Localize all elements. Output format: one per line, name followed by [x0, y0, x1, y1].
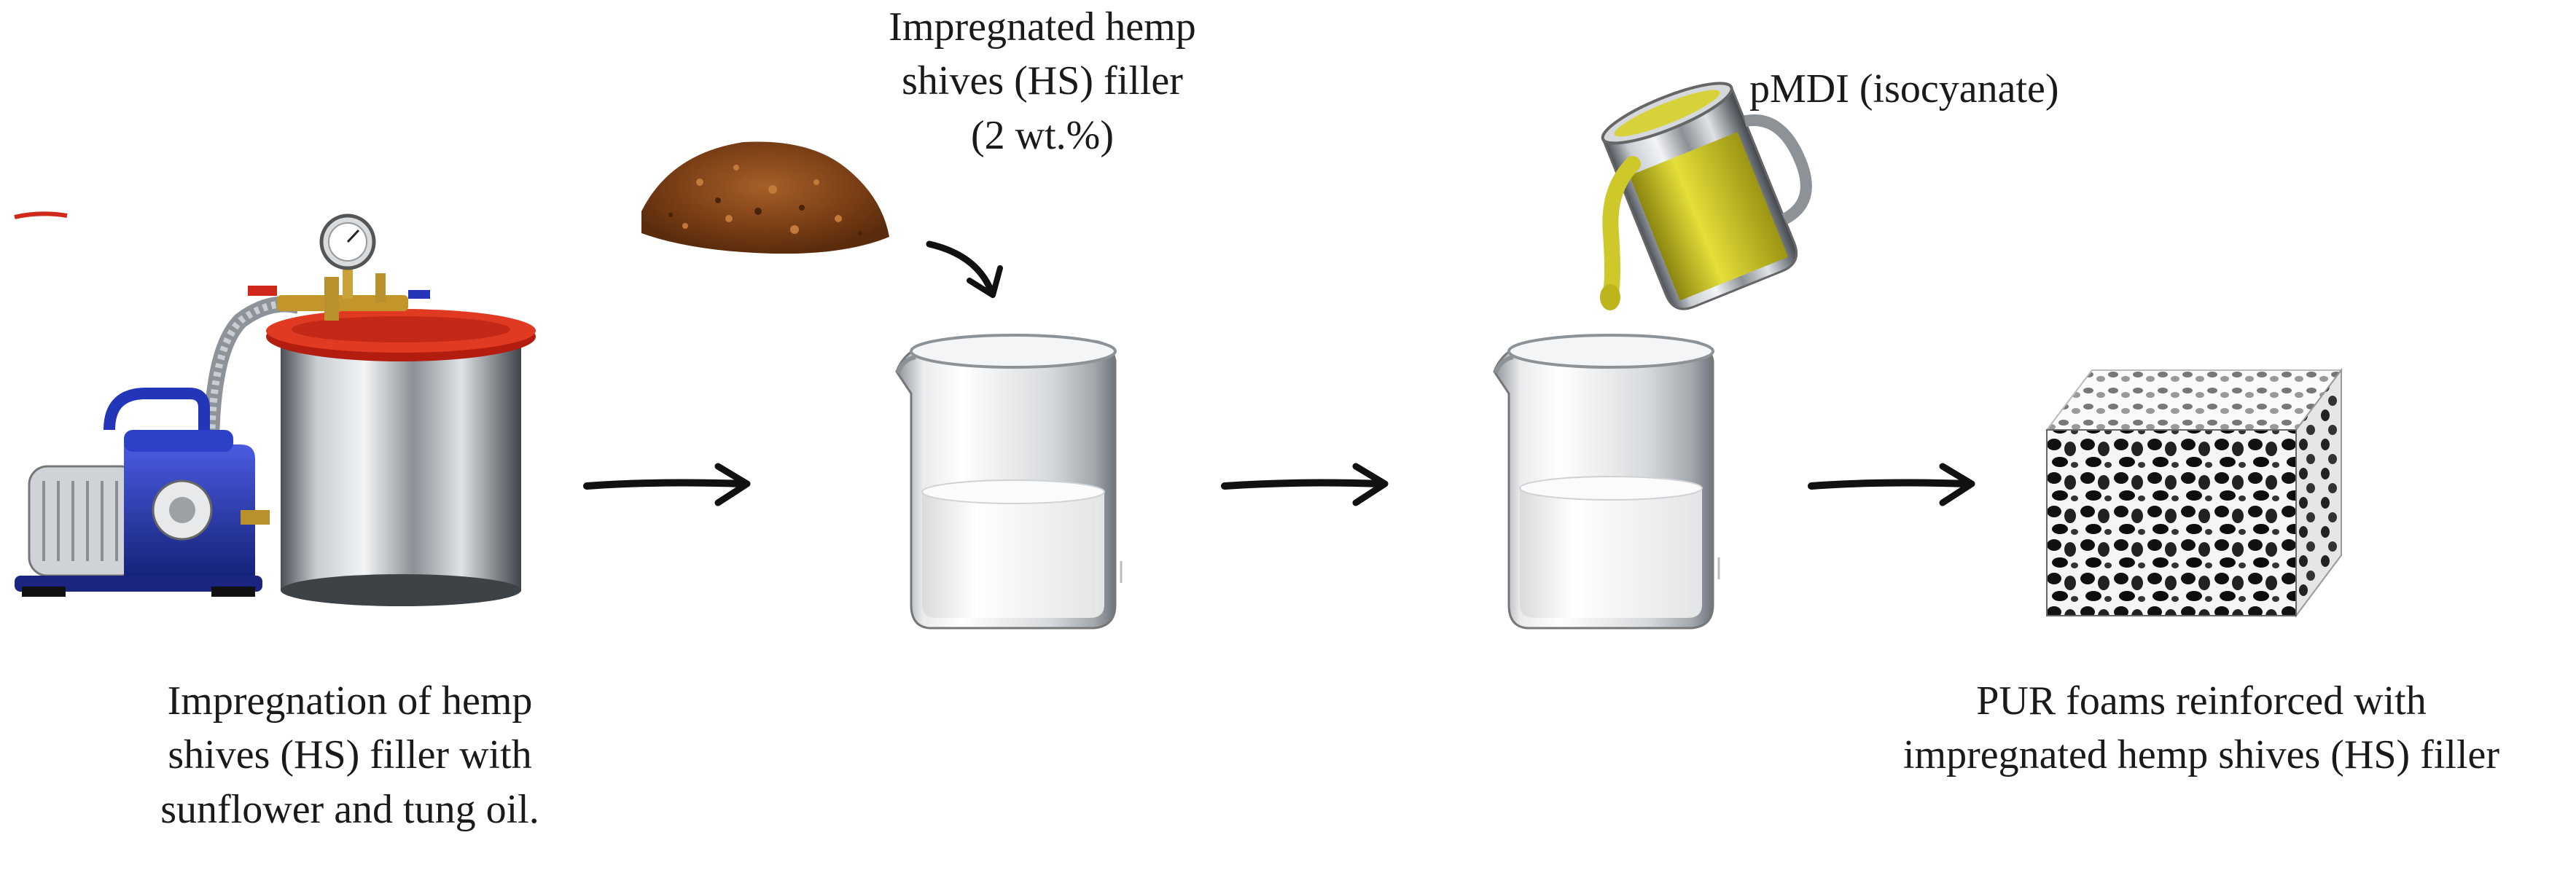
beaker-1-icon — [895, 334, 1123, 630]
arrow-1 — [583, 463, 751, 506]
result-label-line1: PUR foams reinforced with — [1976, 678, 2427, 724]
beaker-2-icon — [1493, 334, 1720, 630]
pmdi-label: pMDI (isocyanate) — [1749, 62, 2260, 116]
impregnation-label: Impregnation of hemp shives (HS) filler … — [66, 674, 634, 836]
pouring-cup-icon — [1600, 82, 1812, 310]
filler-label: Impregnated hemp shives (HS) filler (2 w… — [765, 0, 1319, 162]
filler-label-line2: shives (HS) filler — [902, 58, 1183, 104]
vacuum-chamber-icon — [15, 213, 536, 606]
arrow-3 — [1808, 463, 1975, 506]
result-label: PUR foams reinforced with impregnated he… — [1837, 674, 2566, 783]
impregnation-label-line3: sunflower and tung oil. — [160, 786, 539, 832]
curved-arrow-filler — [926, 240, 1003, 298]
filler-label-line3: (2 wt.%) — [971, 112, 1114, 158]
impregnation-label-line1: Impregnation of hemp — [167, 678, 533, 724]
vacuum-pump-icon — [15, 388, 270, 597]
filler-label-line1: Impregnated hemp — [889, 4, 1196, 50]
red-mark — [14, 211, 68, 219]
result-label-line2: impregnated hemp shives (HS) filler — [1902, 732, 2499, 778]
arrow-2 — [1221, 463, 1389, 506]
pur-foam-cube-icon — [2045, 368, 2343, 619]
hemp-powder-icon — [641, 141, 889, 254]
impregnation-label-line2: shives (HS) filler with — [168, 732, 532, 778]
pmdi-label-line1: pMDI (isocyanate) — [1749, 66, 2059, 111]
